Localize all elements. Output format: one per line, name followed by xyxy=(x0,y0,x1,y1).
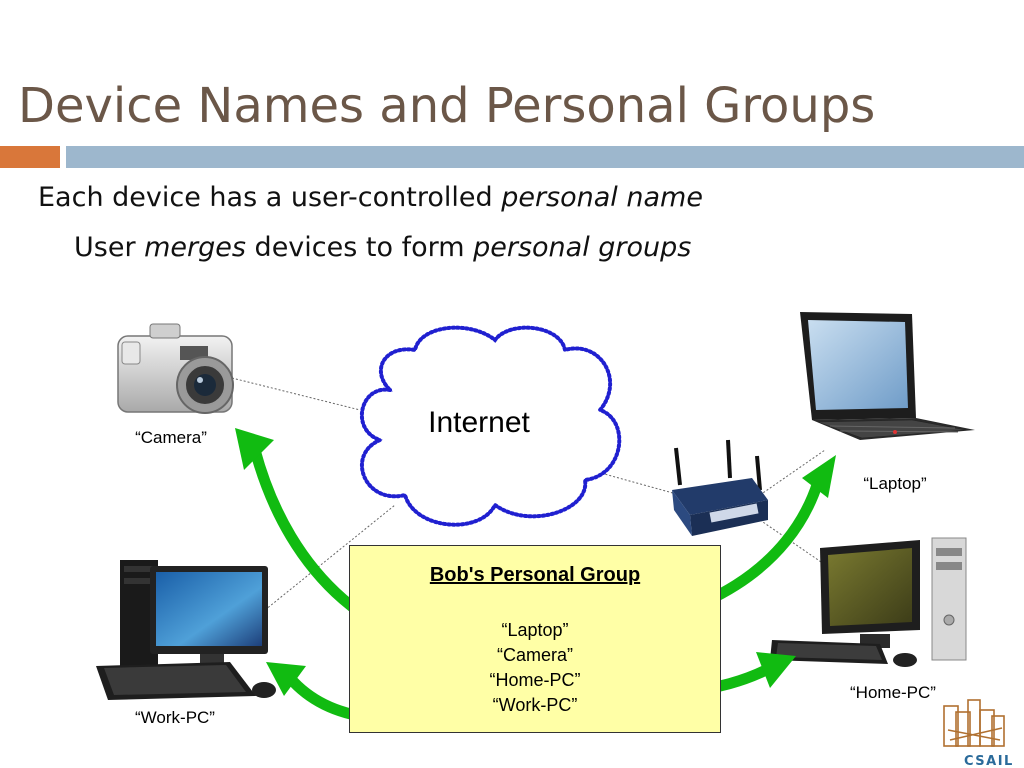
internet-cloud: Internet xyxy=(360,325,622,527)
slide-title: Device Names and Personal Groups xyxy=(18,78,876,134)
home-pc-label: “Home-PC” xyxy=(850,683,936,702)
camera-icon xyxy=(117,323,234,414)
bullet-emphasis: personal groups xyxy=(473,232,692,263)
work-pc-icon xyxy=(96,560,276,700)
camera-label: “Camera” xyxy=(135,428,207,447)
router-icon xyxy=(672,439,768,536)
laptop-link xyxy=(759,449,826,496)
group-member: “Home-PC” xyxy=(489,670,581,690)
group-member: “Work-PC” xyxy=(492,695,578,715)
bullet-text: User xyxy=(74,232,145,263)
router-link xyxy=(589,469,681,496)
title-divider-bar xyxy=(66,146,1024,168)
laptop-label: “Laptop” xyxy=(863,474,927,493)
work-pc-label: “Work-PC” xyxy=(135,708,215,727)
arrowhead-home-pc xyxy=(756,652,796,688)
group-member: “Camera” xyxy=(496,645,573,665)
arrowhead-camera xyxy=(235,428,274,470)
csail-logo-text: CSAIL xyxy=(964,754,1014,768)
home-pc-icon xyxy=(770,537,967,667)
arrow-heads xyxy=(235,428,836,696)
bullet-personal-name: Each device has a user-controlled person… xyxy=(38,182,703,213)
laptop-icon xyxy=(800,312,975,440)
camera-link xyxy=(231,377,361,411)
arrowhead-laptop xyxy=(802,455,836,498)
bullet-text: Each device has a user-controlled xyxy=(38,182,502,213)
internet-label: Internet xyxy=(428,406,530,439)
arrowhead-work-pc xyxy=(266,662,306,696)
bullet-emphasis: personal name xyxy=(501,182,703,213)
csail-logo: CSAIL xyxy=(943,699,1014,768)
title-accent-bar xyxy=(0,146,60,168)
bullet-text: devices to form xyxy=(245,232,474,263)
group-title: Bob's Personal Group xyxy=(429,564,641,586)
bullet-emphasis: merges xyxy=(144,232,246,263)
group-member: “Laptop” xyxy=(501,620,569,640)
personal-group-box: Bob's Personal Group “Laptop” “Camera” “… xyxy=(349,545,721,733)
bullet-personal-groups: User merges devices to form personal gro… xyxy=(74,232,691,263)
group-member-list: “Laptop” “Camera” “Home-PC” “Work-PC” xyxy=(350,618,720,718)
